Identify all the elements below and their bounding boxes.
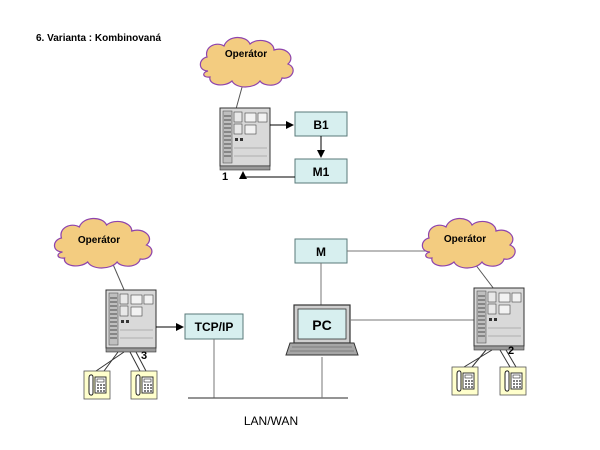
operator-label-right: Operátor (444, 234, 486, 245)
operator-label-top: Operátor (225, 49, 267, 60)
operator-label-left: Operátor (78, 235, 120, 246)
page-title: 6. Varianta : Kombinovaná (36, 33, 162, 44)
m1-box (294, 158, 348, 184)
pc-label: PC (312, 317, 331, 333)
telephone-icon (451, 366, 479, 396)
pbx-server-icon (219, 107, 271, 171)
m1-label: M1 (313, 165, 330, 179)
pbx-number-1: 1 (222, 171, 228, 183)
cloud-icon (199, 36, 294, 88)
laptop-icon (285, 304, 359, 356)
telephone-icon (130, 370, 158, 400)
lanwan-label: LAN/WAN (244, 414, 298, 428)
pbx-number-3: 3 (141, 350, 147, 362)
tcpip-label: TCP/IP (195, 320, 234, 334)
telephone-icon (83, 370, 111, 400)
pbx-server-icon (105, 289, 157, 353)
pbx-server-icon (473, 287, 525, 351)
b1-box (294, 111, 348, 137)
pbx-number-2: 2 (508, 345, 514, 357)
m-label: M (316, 245, 326, 259)
b1-label: B1 (313, 118, 329, 132)
telephone-icon (499, 366, 527, 396)
